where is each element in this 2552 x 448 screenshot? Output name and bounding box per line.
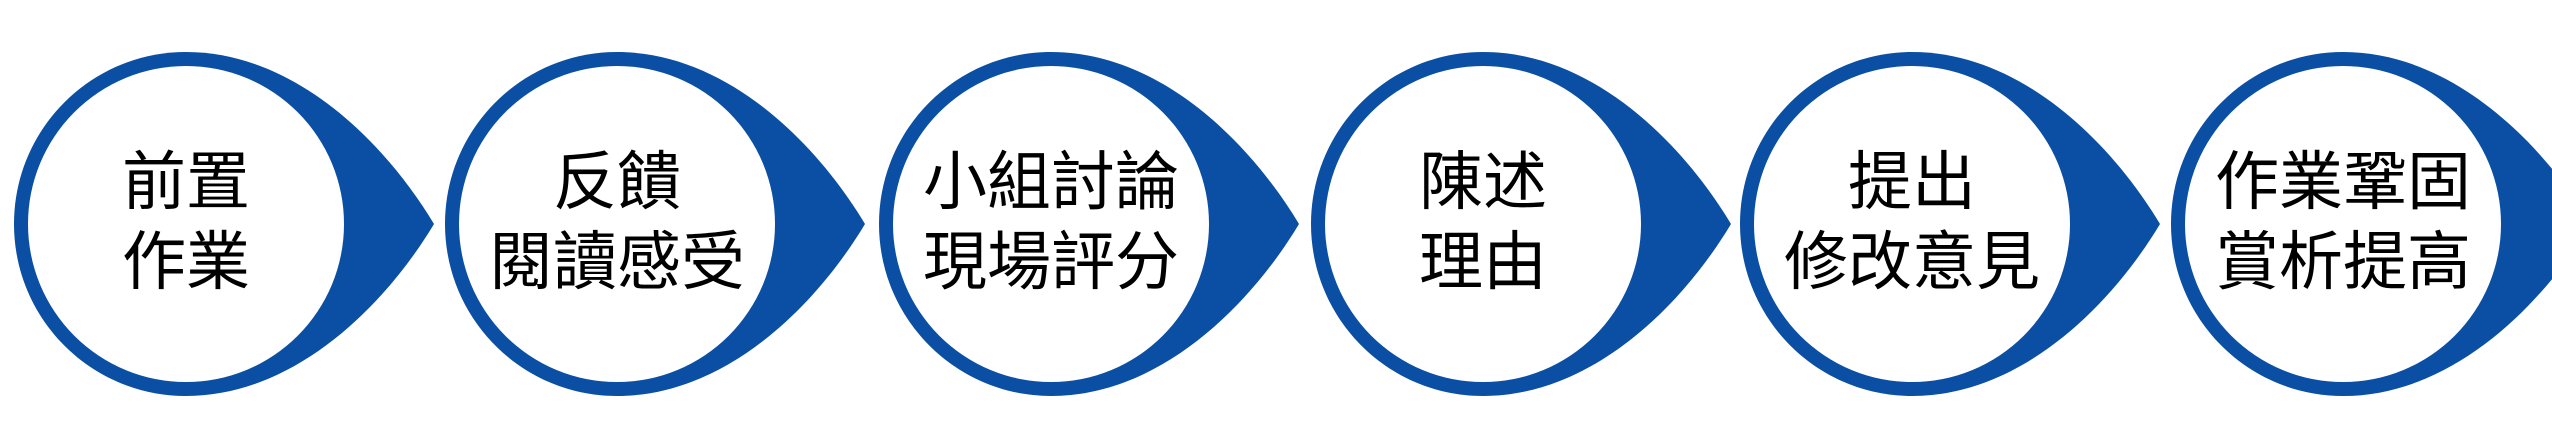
step-5-line2: 修改意見 (1784, 226, 2040, 300)
step-2-line1: 反饋 (553, 146, 681, 220)
step-4: 陳述 理由 (1311, 52, 1731, 396)
step-3-inner-circle (893, 66, 1209, 382)
step-4-line2: 理由 (1419, 226, 1547, 300)
step-3-line1: 小組討論 (923, 146, 1179, 220)
step-2-line2: 閱讀感受 (489, 226, 745, 300)
step-5-line1: 提出 (1848, 146, 1976, 220)
step-1-line1: 前置 (122, 146, 250, 220)
step-1: 前置 作業 (14, 52, 434, 396)
step-6-line1: 作業鞏固 (2215, 146, 2471, 220)
step-2-inner-circle (459, 66, 775, 382)
step-1-inner-circle (28, 66, 344, 382)
step-5: 提出 修改意見 (1740, 52, 2160, 396)
step-6-inner-circle (2185, 66, 2501, 382)
step-3-line2: 現場評分 (923, 226, 1179, 300)
step-2: 反饋 閱讀感受 (445, 52, 865, 396)
step-4-line1: 陳述 (1419, 146, 1547, 220)
step-3: 小組討論 現場評分 (879, 52, 1299, 396)
step-1-line2: 作業 (122, 226, 250, 300)
step-4-inner-circle (1325, 66, 1641, 382)
step-6: 作業鞏固 賞析提高 (2171, 52, 2552, 396)
step-5-inner-circle (1754, 66, 2070, 382)
step-6-line2: 賞析提高 (2215, 226, 2471, 300)
